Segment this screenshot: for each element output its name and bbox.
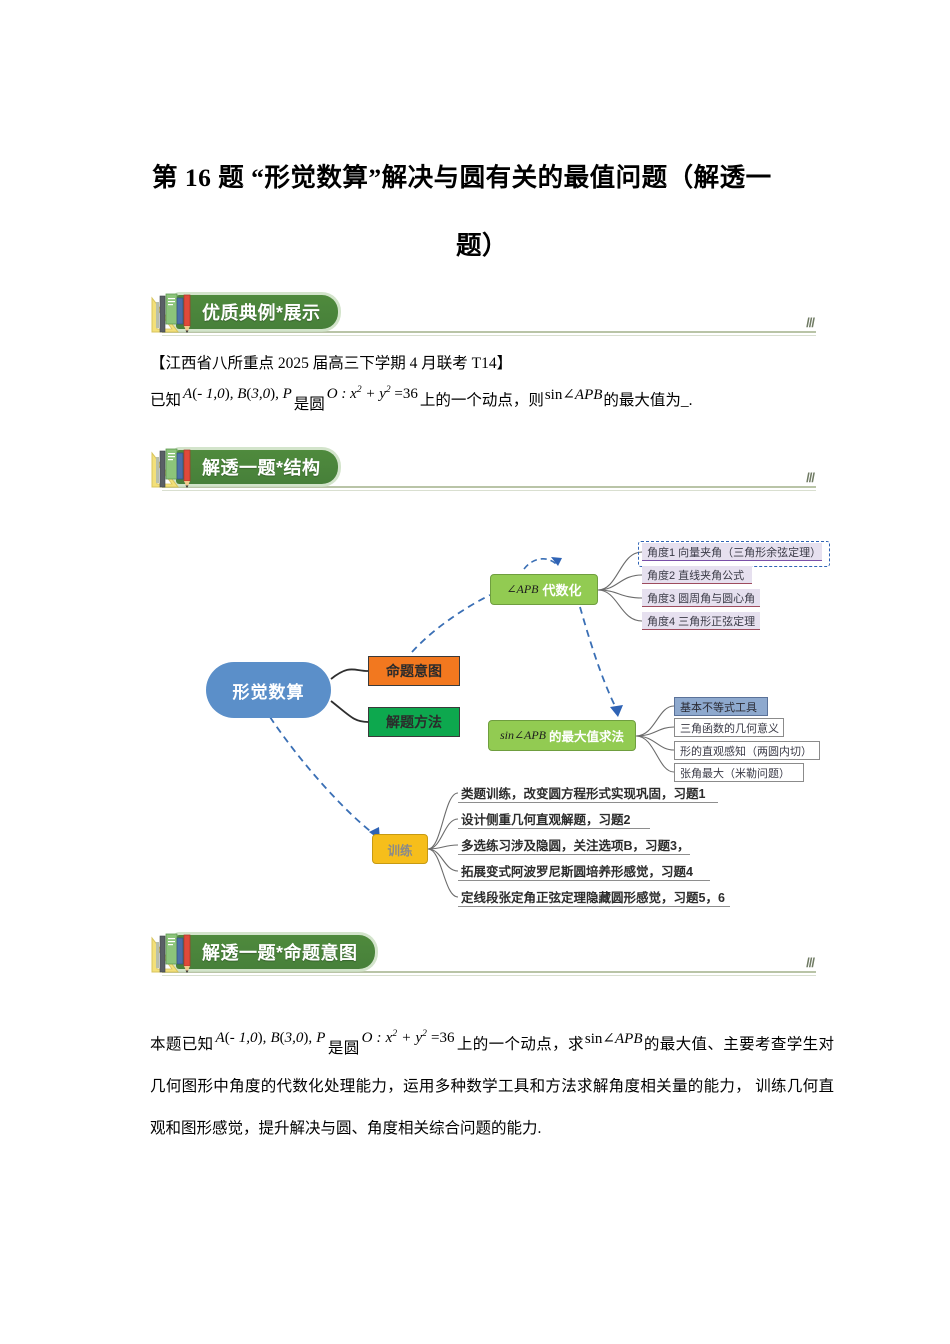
mindmap-node-method-label: 解题方法 [386, 714, 442, 730]
mindmap-node-algebraize-math: ∠APB [506, 582, 539, 596]
mindmap-leaf-angle-2-label: 角度2 直线夹角公式 [647, 569, 745, 582]
mindmap-leaf-maxvalue-3[interactable]: 形的直观感知（两圆内切） [674, 741, 820, 760]
problem-mid1: 是圆 [293, 396, 325, 413]
stationery-icon [148, 447, 204, 491]
mindmap-node-training-label: 训练 [387, 843, 413, 858]
mindmap-leaf-maxvalue-2[interactable]: 三角函数的几何意义 [674, 718, 784, 737]
mindmap-leaf-maxvalue-1[interactable]: 基本不等式工具 [674, 697, 768, 716]
mindmap-leaf-training-1-label: 类题训练，改变圆方程形式实现巩固，习题1 [461, 786, 706, 801]
mindmap-leaf-angle-3[interactable]: 角度3 圆周角与圆心角 [642, 589, 760, 607]
mindmap-node-training[interactable]: 训练 [372, 834, 428, 864]
banner-plate: 解透一题*命题意图 [176, 935, 375, 969]
banner-label: 解透一题*结构 [202, 458, 321, 478]
section-banner-structure: 解透一题*结构 /// [148, 447, 816, 493]
banner-slashes: /// [806, 955, 815, 970]
mindmap-diagram: 形觉数算 命题意图 解题方法 ∠APB 代数化 角度1 向量夹角（三角形余弦定理… [150, 512, 830, 907]
page-title-line1: 第 16 题 “形觉数算”解决与圆有关的最值问题（解透一 [152, 163, 772, 192]
stationery-icon [148, 932, 204, 976]
math-sin-apb: sin∠APB [584, 1031, 643, 1047]
intent-mid1: 是圆 [327, 1040, 360, 1057]
mindmap-leaf-angle-3-label: 角度3 圆周角与圆心角 [647, 592, 756, 605]
mindmap-leaf-angle-1[interactable]: 角度1 向量夹角（三角形余弦定理） [642, 543, 822, 561]
mindmap-leaf-angle-2[interactable]: 角度2 直线夹角公式 [642, 566, 752, 584]
banner-rule [162, 971, 816, 973]
mindmap-leaf-training-5[interactable]: 定线段张定角正弦定理隐藏圆形感觉，习题5，6 [458, 886, 730, 907]
banner-rule-thin [162, 490, 816, 491]
banner-plate: 优质典例*展示 [176, 295, 338, 329]
math-points: A(- 1,0), B(3,0), P [183, 386, 292, 402]
problem-source: 【江西省八所重点 2025 届高三下学期 4 月联考 T14】 [150, 355, 513, 372]
mindmap-node-method[interactable]: 解题方法 [368, 707, 460, 737]
banner-slashes: /// [806, 470, 815, 485]
mindmap-leaf-training-5-label: 定线段张定角正弦定理隐藏圆形感觉，习题5，6 [461, 890, 725, 905]
mindmap-leaf-training-2-label: 设计侧重几何直观解题，习题2 [461, 812, 631, 827]
mindmap-node-intent-label: 命题意图 [386, 663, 442, 679]
intent-lead: 本题已知 [150, 1036, 214, 1053]
math-circle: O : x2 + y2 =36 [361, 1029, 455, 1046]
mindmap-leaf-angle-4[interactable]: 角度4 三角形正弦定理 [642, 612, 760, 630]
mindmap-leaf-training-4-label: 拓展变式阿波罗尼斯圆培养形感觉，习题4 [461, 864, 693, 879]
mindmap-node-center[interactable]: 形觉数算 [206, 662, 331, 718]
mindmap-node-intent[interactable]: 命题意图 [368, 656, 460, 686]
intent-mid2: 上的一个动点，求 [456, 1036, 584, 1053]
section-banner-exemplar: 优质典例*展示 /// [148, 292, 816, 338]
banner-plate: 解透一题*结构 [176, 450, 338, 484]
banner-slashes: /// [806, 315, 815, 330]
mindmap-leaf-angle-4-label: 角度4 三角形正弦定理 [647, 615, 756, 628]
stationery-icon [148, 292, 204, 336]
mindmap-leaf-training-4[interactable]: 拓展变式阿波罗尼斯圆培养形感觉，习题4 [458, 860, 710, 881]
problem-mid2: 上的一个动点，则 [419, 392, 544, 409]
banner-label: 优质典例*展示 [202, 303, 321, 323]
mindmap-leaf-angle-1-label: 角度1 向量夹角（三角形余弦定理） [647, 546, 822, 559]
mindmap-leaf-maxvalue-4-label: 张角最大（米勒问题） [680, 767, 790, 780]
problem-tail: 的最大值为_. [603, 392, 693, 409]
mindmap-node-algebraize[interactable]: ∠APB 代数化 [490, 574, 598, 605]
mindmap-node-center-label: 形觉数算 [232, 682, 305, 702]
mindmap-leaf-training-1[interactable]: 类题训练，改变圆方程形式实现巩固，习题1 [458, 782, 718, 803]
mindmap-leaf-training-2[interactable]: 设计侧重几何直观解题，习题2 [458, 808, 650, 829]
mindmap-node-maxvalue-math: sin∠APB [499, 728, 547, 742]
mindmap-node-maxvalue[interactable]: sin∠APB 的最大值求法 [488, 720, 636, 751]
math-sin-apb: sin∠APB [544, 387, 603, 403]
mindmap-node-maxvalue-label: 的最大值求法 [549, 730, 625, 744]
mindmap-leaf-training-3-label: 多选练习涉及隐圆，关注选项B，习题3， [461, 838, 690, 853]
section-banner-intent: 解透一题*命题意图 /// [148, 932, 816, 978]
math-circle: O : x2 + y2 =36 [326, 385, 418, 402]
mindmap-leaf-maxvalue-3-label: 形的直观感知（两圆内切） [680, 745, 812, 758]
banner-label: 解透一题*命题意图 [202, 943, 358, 963]
mindmap-connectors [269, 551, 675, 898]
mindmap-leaf-maxvalue-4[interactable]: 张角最大（米勒问题） [674, 763, 804, 782]
mindmap-leaf-training-3[interactable]: 多选练习涉及隐圆，关注选项B，习题3， [458, 834, 690, 855]
math-points: A(- 1,0), B(3,0), P [215, 1030, 326, 1046]
problem-lead: 已知 [150, 392, 182, 409]
banner-rule-thin [162, 335, 816, 336]
mindmap-leaf-maxvalue-2-label: 三角函数的几何意义 [680, 722, 779, 735]
mindmap-node-algebraize-label: 代数化 [542, 583, 582, 598]
page-title: 第 16 题 “形觉数算”解决与圆有关的最值问题（解透一 题） [152, 155, 812, 269]
page-title-line2: 题） [455, 231, 508, 260]
intent-tail: 的最大值、主要考查学生对几何图形中角度的代数化处理能力，运用多种数学工具和方法求… [150, 1036, 835, 1137]
banner-rule [162, 486, 816, 488]
mindmap-leaf-maxvalue-1-label: 基本不等式工具 [680, 701, 757, 714]
banner-rule-thin [162, 975, 816, 976]
banner-rule [162, 331, 816, 333]
